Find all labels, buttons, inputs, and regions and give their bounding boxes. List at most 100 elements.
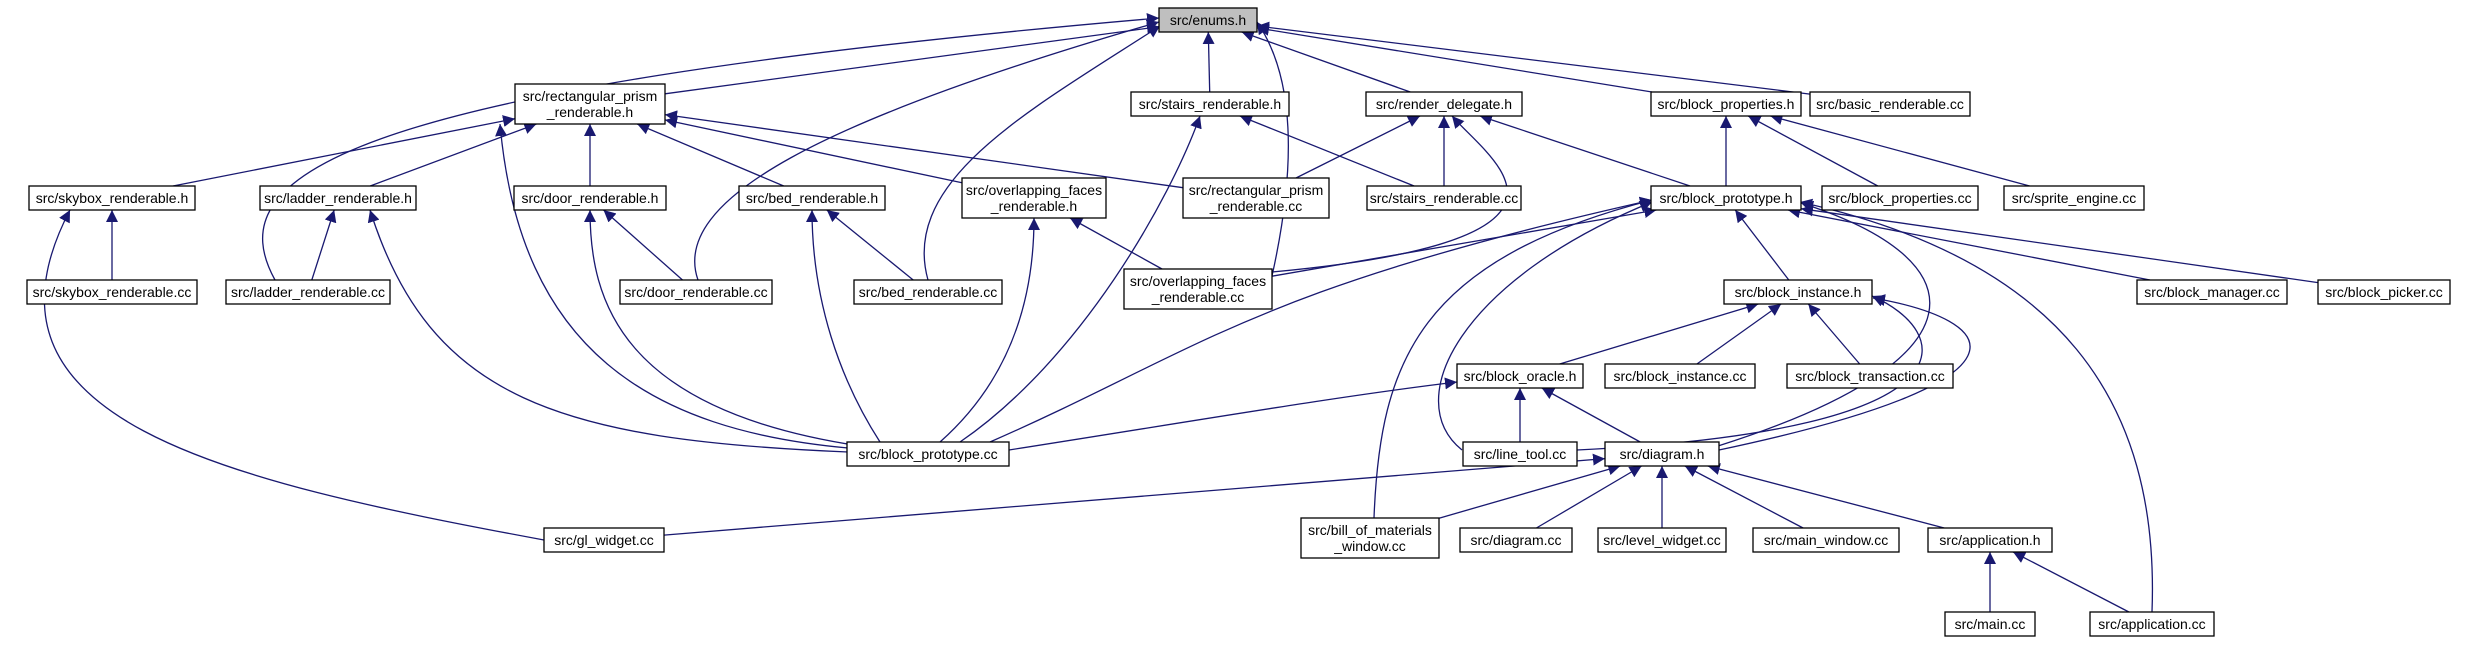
- node-box-render_delegate_h[interactable]: [1365, 91, 1523, 117]
- node-box-application_h[interactable]: [1927, 527, 2053, 553]
- node-label-ladder_h: src/ladder_renderable.h: [264, 190, 412, 206]
- node-box-bed_cc[interactable]: [853, 279, 1003, 305]
- node-main_window_cc[interactable]: src/main_window.cc: [1752, 527, 1900, 553]
- node-box-block_properties_h[interactable]: [1650, 91, 1802, 117]
- node-box-skybox_cc[interactable]: [26, 279, 198, 305]
- edge-render_delegate_h-to-enums_h: [1241, 30, 1411, 93]
- node-box-block_picker_cc[interactable]: [2317, 279, 2451, 305]
- node-diagram_h[interactable]: src/diagram.h: [1604, 441, 1720, 467]
- node-box-overlapping_h[interactable]: [961, 177, 1107, 219]
- node-box-application_cc[interactable]: [2089, 611, 2215, 637]
- node-box-door_cc[interactable]: [619, 279, 773, 305]
- node-box-basic_renderable_cc[interactable]: [1809, 91, 1971, 117]
- node-block_prototype_cc[interactable]: src/block_prototype.cc: [846, 441, 1010, 467]
- node-box-block_prototype_h[interactable]: [1650, 185, 1802, 211]
- node-box-block_manager_cc[interactable]: [2136, 279, 2288, 305]
- node-skybox_h[interactable]: src/skybox_renderable.h: [28, 185, 196, 211]
- node-box-diagram_h[interactable]: [1604, 441, 1720, 467]
- node-bed_cc[interactable]: src/bed_renderable.cc: [853, 279, 1003, 305]
- node-door_cc[interactable]: src/door_renderable.cc: [619, 279, 773, 305]
- node-label-rect_prism_h-line2: _renderable.h: [546, 104, 633, 120]
- node-block_transaction_cc[interactable]: src/block_transaction.cc: [1786, 363, 1954, 389]
- node-box-block_oracle_h[interactable]: [1456, 363, 1584, 389]
- node-box-ladder_cc[interactable]: [225, 279, 391, 305]
- node-box-sprite_engine_cc[interactable]: [2003, 185, 2145, 211]
- edge-block_instance_cc-to-block_instance_h: [1696, 303, 1782, 365]
- node-box-block_instance_cc[interactable]: [1604, 363, 1756, 389]
- node-box-rect_prism_cc[interactable]: [1182, 177, 1330, 219]
- node-box-stairs_cc[interactable]: [1366, 185, 1522, 211]
- node-label-bom_window_cc-line2: _window.cc: [1333, 538, 1406, 554]
- node-box-level_widget_cc[interactable]: [1597, 527, 1727, 553]
- node-block_picker_cc[interactable]: src/block_picker.cc: [2317, 279, 2451, 305]
- node-box-gl_widget_cc[interactable]: [543, 527, 665, 553]
- edge-application_cc-to-application_h: [2012, 551, 2130, 613]
- node-basic_renderable_cc[interactable]: src/basic_renderable.cc: [1809, 91, 1971, 117]
- node-ladder_cc[interactable]: src/ladder_renderable.cc: [225, 279, 391, 305]
- edge-door_cc-to-enums_h: [694, 19, 1160, 281]
- node-label-main_cc: src/main.cc: [1955, 616, 2026, 632]
- node-application_h[interactable]: src/application.h: [1927, 527, 2053, 553]
- node-main_cc[interactable]: src/main.cc: [1944, 611, 2036, 637]
- node-box-line_tool_cc[interactable]: [1462, 441, 1578, 467]
- node-enums_h[interactable]: src/enums.h: [1158, 7, 1258, 33]
- node-box-block_properties_cc[interactable]: [1821, 185, 1979, 211]
- node-door_h[interactable]: src/door_renderable.h: [513, 185, 667, 211]
- node-block_instance_h[interactable]: src/block_instance.h: [1723, 279, 1873, 305]
- node-label-basic_renderable_cc: src/basic_renderable.cc: [1816, 96, 1964, 112]
- node-box-main_window_cc[interactable]: [1752, 527, 1900, 553]
- node-label-main_window_cc: src/main_window.cc: [1764, 532, 1889, 548]
- node-label-overlapping_cc-line2: _renderable.cc: [1151, 289, 1245, 305]
- node-box-block_instance_h[interactable]: [1723, 279, 1873, 305]
- node-block_properties_h[interactable]: src/block_properties.h: [1650, 91, 1802, 117]
- node-render_delegate_h[interactable]: src/render_delegate.h: [1365, 91, 1523, 117]
- node-box-block_prototype_cc[interactable]: [846, 441, 1010, 467]
- node-block_properties_cc[interactable]: src/block_properties.cc: [1821, 185, 1979, 211]
- edge-ladder_cc-to-enums_h: [261, 13, 1160, 281]
- node-label-block_properties_h: src/block_properties.h: [1658, 96, 1795, 112]
- edge-diagram_h-to-block_prototype_h: [1717, 200, 1931, 447]
- edge-block_manager_cc-to-block_prototype_h: [1787, 206, 2151, 281]
- node-rect_prism_cc[interactable]: src/rectangular_prism_renderable.cc: [1182, 177, 1330, 219]
- node-skybox_cc[interactable]: src/skybox_renderable.cc: [26, 279, 198, 305]
- node-box-rect_prism_h[interactable]: [514, 83, 666, 125]
- node-stairs_cc[interactable]: src/stairs_renderable.cc: [1366, 185, 1522, 211]
- node-box-skybox_h[interactable]: [28, 185, 196, 211]
- edge-diagram_cc-to-diagram_h: [1536, 465, 1642, 529]
- node-ladder_h[interactable]: src/ladder_renderable.h: [259, 185, 417, 211]
- node-overlapping_h[interactable]: src/overlapping_faces_renderable.h: [961, 177, 1107, 219]
- node-label-overlapping_h-line2: _renderable.h: [990, 198, 1077, 214]
- node-box-main_cc[interactable]: [1944, 611, 2036, 637]
- node-box-stairs_h[interactable]: [1130, 91, 1290, 117]
- node-box-door_h[interactable]: [513, 185, 667, 211]
- node-box-bom_window_cc[interactable]: [1300, 517, 1440, 559]
- node-overlapping_cc[interactable]: src/overlapping_faces_renderable.cc: [1123, 268, 1273, 310]
- edge-block_prototype_cc-to-overlapping_h: [939, 217, 1040, 443]
- edge-rect_prism_cc-to-rect_prism_h: [664, 110, 1184, 189]
- node-bom_window_cc[interactable]: src/bill_of_materials_window.cc: [1300, 517, 1440, 559]
- edge-block_prototype_h-to-render_delegate_h: [1479, 114, 1691, 187]
- node-box-overlapping_cc[interactable]: [1123, 268, 1273, 310]
- node-line_tool_cc[interactable]: src/line_tool.cc: [1462, 441, 1578, 467]
- node-gl_widget_cc[interactable]: src/gl_widget.cc: [543, 527, 665, 553]
- edge-block_instance_h-to-block_prototype_h: [1734, 209, 1790, 281]
- edge-gl_widget_cc-to-diagram_h: [663, 453, 1606, 536]
- edge-block_prototype_cc-to-bed_h: [806, 209, 881, 443]
- node-box-bed_h[interactable]: [738, 185, 886, 211]
- node-block_oracle_h[interactable]: src/block_oracle.h: [1456, 363, 1584, 389]
- node-bed_h[interactable]: src/bed_renderable.h: [738, 185, 886, 211]
- node-diagram_cc[interactable]: src/diagram.cc: [1459, 527, 1573, 553]
- node-block_instance_cc[interactable]: src/block_instance.cc: [1604, 363, 1756, 389]
- node-stairs_h[interactable]: src/stairs_renderable.h: [1130, 91, 1290, 117]
- node-box-ladder_h[interactable]: [259, 185, 417, 211]
- node-box-diagram_cc[interactable]: [1459, 527, 1573, 553]
- node-sprite_engine_cc[interactable]: src/sprite_engine.cc: [2003, 185, 2145, 211]
- node-application_cc[interactable]: src/application.cc: [2089, 611, 2215, 637]
- node-label-bed_h: src/bed_renderable.h: [746, 190, 878, 206]
- node-box-block_transaction_cc[interactable]: [1786, 363, 1954, 389]
- node-level_widget_cc[interactable]: src/level_widget.cc: [1597, 527, 1727, 553]
- node-rect_prism_h[interactable]: src/rectangular_prism_renderable.h: [514, 83, 666, 125]
- node-block_prototype_h[interactable]: src/block_prototype.h: [1650, 185, 1802, 211]
- node-block_manager_cc[interactable]: src/block_manager.cc: [2136, 279, 2288, 305]
- node-box-enums_h[interactable]: [1158, 7, 1258, 33]
